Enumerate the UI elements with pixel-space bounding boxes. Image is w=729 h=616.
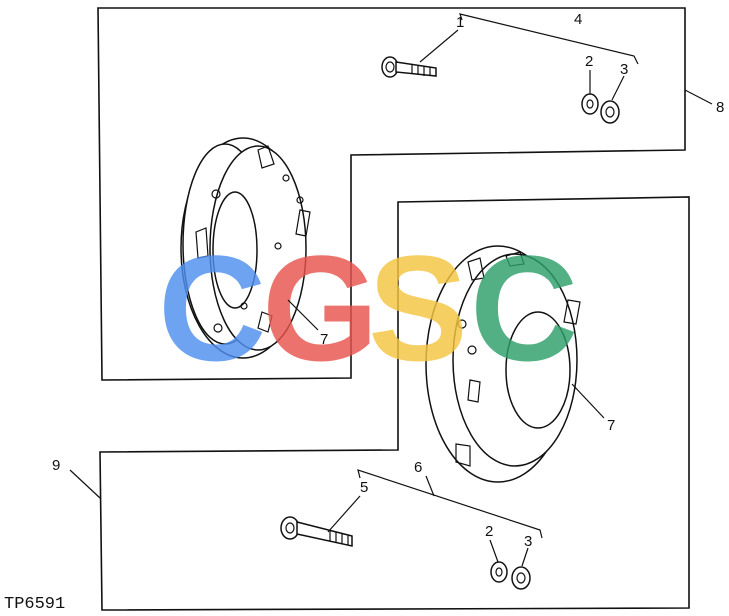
upper-assembly-outline bbox=[97, 7, 686, 381]
kit-4-bracket bbox=[459, 13, 639, 65]
lower-washer bbox=[490, 561, 508, 583]
callout-2-bottom: 2 bbox=[485, 523, 493, 540]
callout-7-left: 7 bbox=[320, 331, 328, 348]
callout-2-top: 2 bbox=[585, 53, 593, 70]
kit-6-bracket bbox=[357, 469, 543, 539]
callout-1: 1 bbox=[456, 14, 464, 31]
callout-6: 6 bbox=[414, 459, 422, 476]
lower-bolt bbox=[280, 516, 353, 547]
callout-9: 9 bbox=[52, 457, 60, 474]
callout-3-top: 3 bbox=[620, 61, 628, 78]
upper-wheel-weight bbox=[180, 137, 311, 359]
watermark-letter-4: C bbox=[470, 224, 578, 392]
leader-lines bbox=[69, 29, 713, 567]
watermark-letter-1: C bbox=[158, 224, 266, 392]
callout-8: 8 bbox=[716, 99, 724, 116]
watermark-letter-2: G bbox=[262, 224, 379, 392]
watermark-letter-3: S bbox=[368, 224, 468, 392]
watermark: C G S C bbox=[158, 224, 578, 392]
upper-washer bbox=[581, 93, 599, 115]
upper-nut bbox=[600, 100, 620, 124]
lower-nut bbox=[511, 566, 531, 590]
callout-7-right: 7 bbox=[607, 417, 615, 434]
figure-code: TP6591 bbox=[4, 595, 65, 614]
callout-4: 4 bbox=[574, 11, 582, 28]
lower-wheel-weight bbox=[425, 245, 581, 483]
callout-5: 5 bbox=[360, 479, 368, 496]
lower-assembly-outline bbox=[99, 196, 690, 611]
upper-bolt bbox=[381, 56, 437, 78]
callout-3-bottom: 3 bbox=[524, 533, 532, 550]
